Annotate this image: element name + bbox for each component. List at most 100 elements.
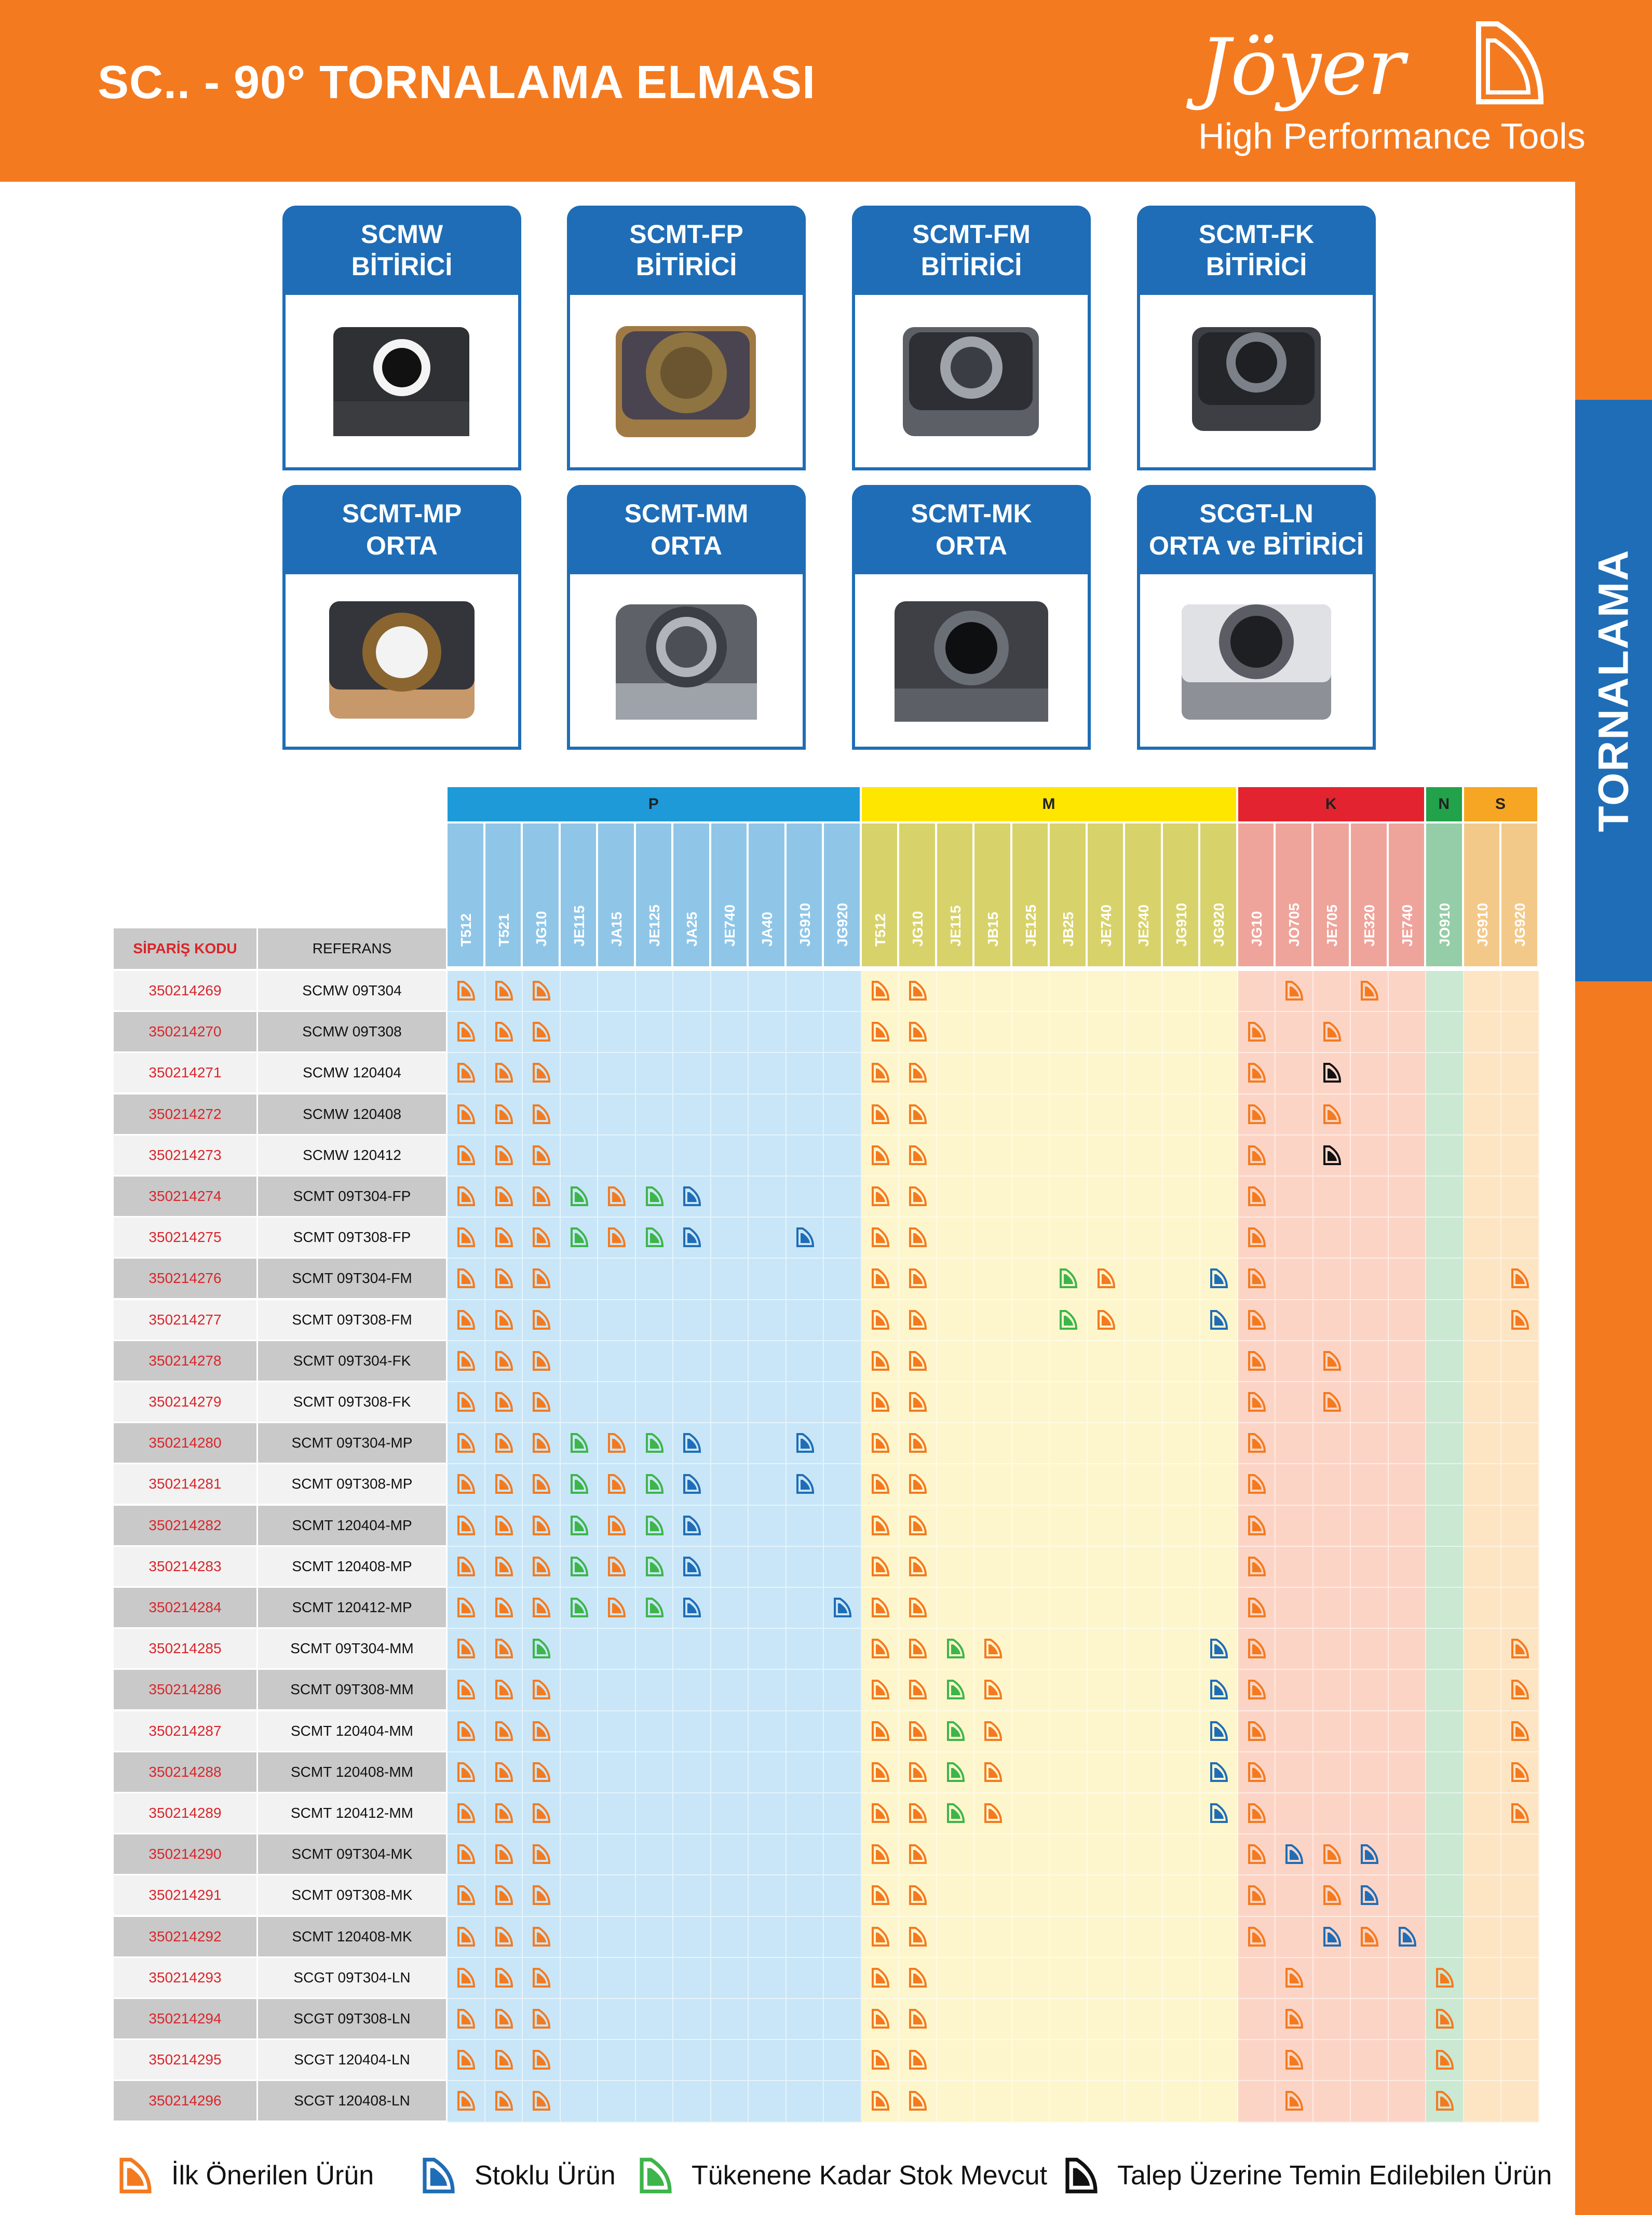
grade-cell <box>974 1177 1012 1218</box>
grade-cell <box>598 1834 636 1876</box>
grade-cell <box>1200 2081 1238 2123</box>
grade-cell <box>448 1505 485 1547</box>
insert-mark-icon <box>1285 2050 1304 2070</box>
grade-cell <box>635 1711 673 1752</box>
insert-name: SCMT-FM <box>912 220 1031 249</box>
grade-cell <box>1464 1135 1501 1177</box>
grade-cell <box>824 1875 862 1917</box>
grade-cell <box>635 1177 673 1218</box>
insert-mark-icon <box>1361 981 1379 1001</box>
insert-mark-icon <box>1511 1268 1529 1289</box>
grade-cell <box>974 1834 1012 1876</box>
grade-cell <box>1162 1423 1200 1465</box>
column-header-label: JE240 <box>1135 904 1152 947</box>
legend-label: İlk Önerilen Ürün <box>171 2160 374 2191</box>
grade-cell <box>1276 1957 1314 1999</box>
grade-cell <box>1313 1177 1351 1218</box>
grade-cell <box>937 1875 974 1917</box>
insert-mark-icon <box>495 1803 513 1823</box>
insert-mark-icon <box>457 1515 476 1535</box>
grade-cell <box>749 1793 787 1835</box>
insert-name: SCMT-MP <box>342 499 462 528</box>
insert-mark-icon <box>457 1433 476 1453</box>
grade-cell <box>786 1752 824 1793</box>
order-code: 350214281 <box>114 1464 256 1504</box>
grade-cell <box>1351 1053 1389 1095</box>
grade-cell <box>485 1505 523 1547</box>
grade-cell <box>673 971 711 1012</box>
grade-cell <box>485 1177 523 1218</box>
insert-mark-icon <box>909 1022 927 1042</box>
group-header-k: K <box>1238 787 1424 821</box>
column-header: JG910 <box>1162 823 1198 966</box>
column-header: JG920 <box>824 823 860 966</box>
grade-cell <box>1200 1505 1238 1547</box>
grade-cell <box>974 971 1012 1012</box>
grade-cell <box>974 1752 1012 1793</box>
grade-cell <box>523 1916 561 1958</box>
grade-cell <box>523 1300 561 1341</box>
column-header-label: T512 <box>872 913 888 947</box>
column-header-label: JE125 <box>1022 904 1039 947</box>
grade-cell <box>560 1300 598 1341</box>
grade-cell <box>711 1300 749 1341</box>
grade-cell <box>598 2040 636 2082</box>
grade-cell <box>523 971 561 1012</box>
grade-cell <box>1351 1629 1389 1670</box>
grade-cell <box>711 1423 749 1465</box>
grade-cell <box>1125 1259 1163 1300</box>
grade-cell <box>1313 1505 1351 1547</box>
grade-cell <box>1200 1546 1238 1588</box>
grade-cell <box>861 1546 899 1588</box>
insert-mark-icon <box>457 1844 476 1865</box>
grade-cell <box>560 1711 598 1752</box>
grade-cell <box>1087 1588 1125 1629</box>
insert-mark-icon <box>495 1474 513 1494</box>
grade-cell <box>749 1094 787 1136</box>
grade-cell <box>598 1670 636 1711</box>
grade-cell <box>1313 1588 1351 1629</box>
grade-cell <box>485 1464 523 1506</box>
insert-mark-icon <box>909 1309 927 1330</box>
column-header: JE320 <box>1351 823 1387 966</box>
insert-mark-icon <box>570 1515 588 1535</box>
grade-cell <box>673 1218 711 1259</box>
insert-mark-icon <box>1511 1680 1529 1700</box>
insert-mark-icon <box>946 1803 965 1823</box>
grade-cell <box>749 1546 787 1588</box>
grade-cell <box>1501 1218 1539 1259</box>
column-header-label: JE320 <box>1361 904 1378 947</box>
insert-mark-icon <box>834 1598 852 1617</box>
insert-mark-icon <box>1511 1721 1529 1741</box>
grade-cell <box>673 1300 711 1341</box>
insert-mark-icon <box>683 1433 701 1453</box>
insert-mark-icon <box>909 1392 927 1412</box>
grade-cell <box>1426 1341 1464 1382</box>
grade-cell <box>786 1875 824 1917</box>
reference: SCGT 120408-LN <box>258 2081 446 2121</box>
grade-cell <box>711 1670 749 1711</box>
grade-cell <box>1388 1382 1426 1424</box>
grade-cell <box>1238 1670 1276 1711</box>
insert-mark-icon <box>495 1145 513 1165</box>
grade-cell <box>523 1629 561 1670</box>
grade-cell <box>560 1259 598 1300</box>
insert-mark-icon <box>608 1598 626 1617</box>
insert-mark-icon <box>871 1803 889 1823</box>
grade-cell <box>861 1382 899 1424</box>
grade-cell <box>1426 1464 1464 1506</box>
grade-cell <box>1426 1505 1464 1547</box>
column-header: JG920 <box>1200 823 1236 966</box>
insert-mark-icon <box>533 1926 551 1947</box>
grade-cell <box>1162 1711 1200 1752</box>
reference: SCMT 120404-MP <box>258 1505 446 1545</box>
insert-mark-icon <box>1285 981 1304 1001</box>
insert-mark-icon <box>871 1967 889 1988</box>
grade-cell <box>749 1464 787 1506</box>
grade-cell <box>1087 971 1125 1012</box>
grade-cell <box>523 2040 561 2082</box>
insert-mark-icon <box>495 2050 513 2070</box>
grade-cell <box>974 1588 1012 1629</box>
